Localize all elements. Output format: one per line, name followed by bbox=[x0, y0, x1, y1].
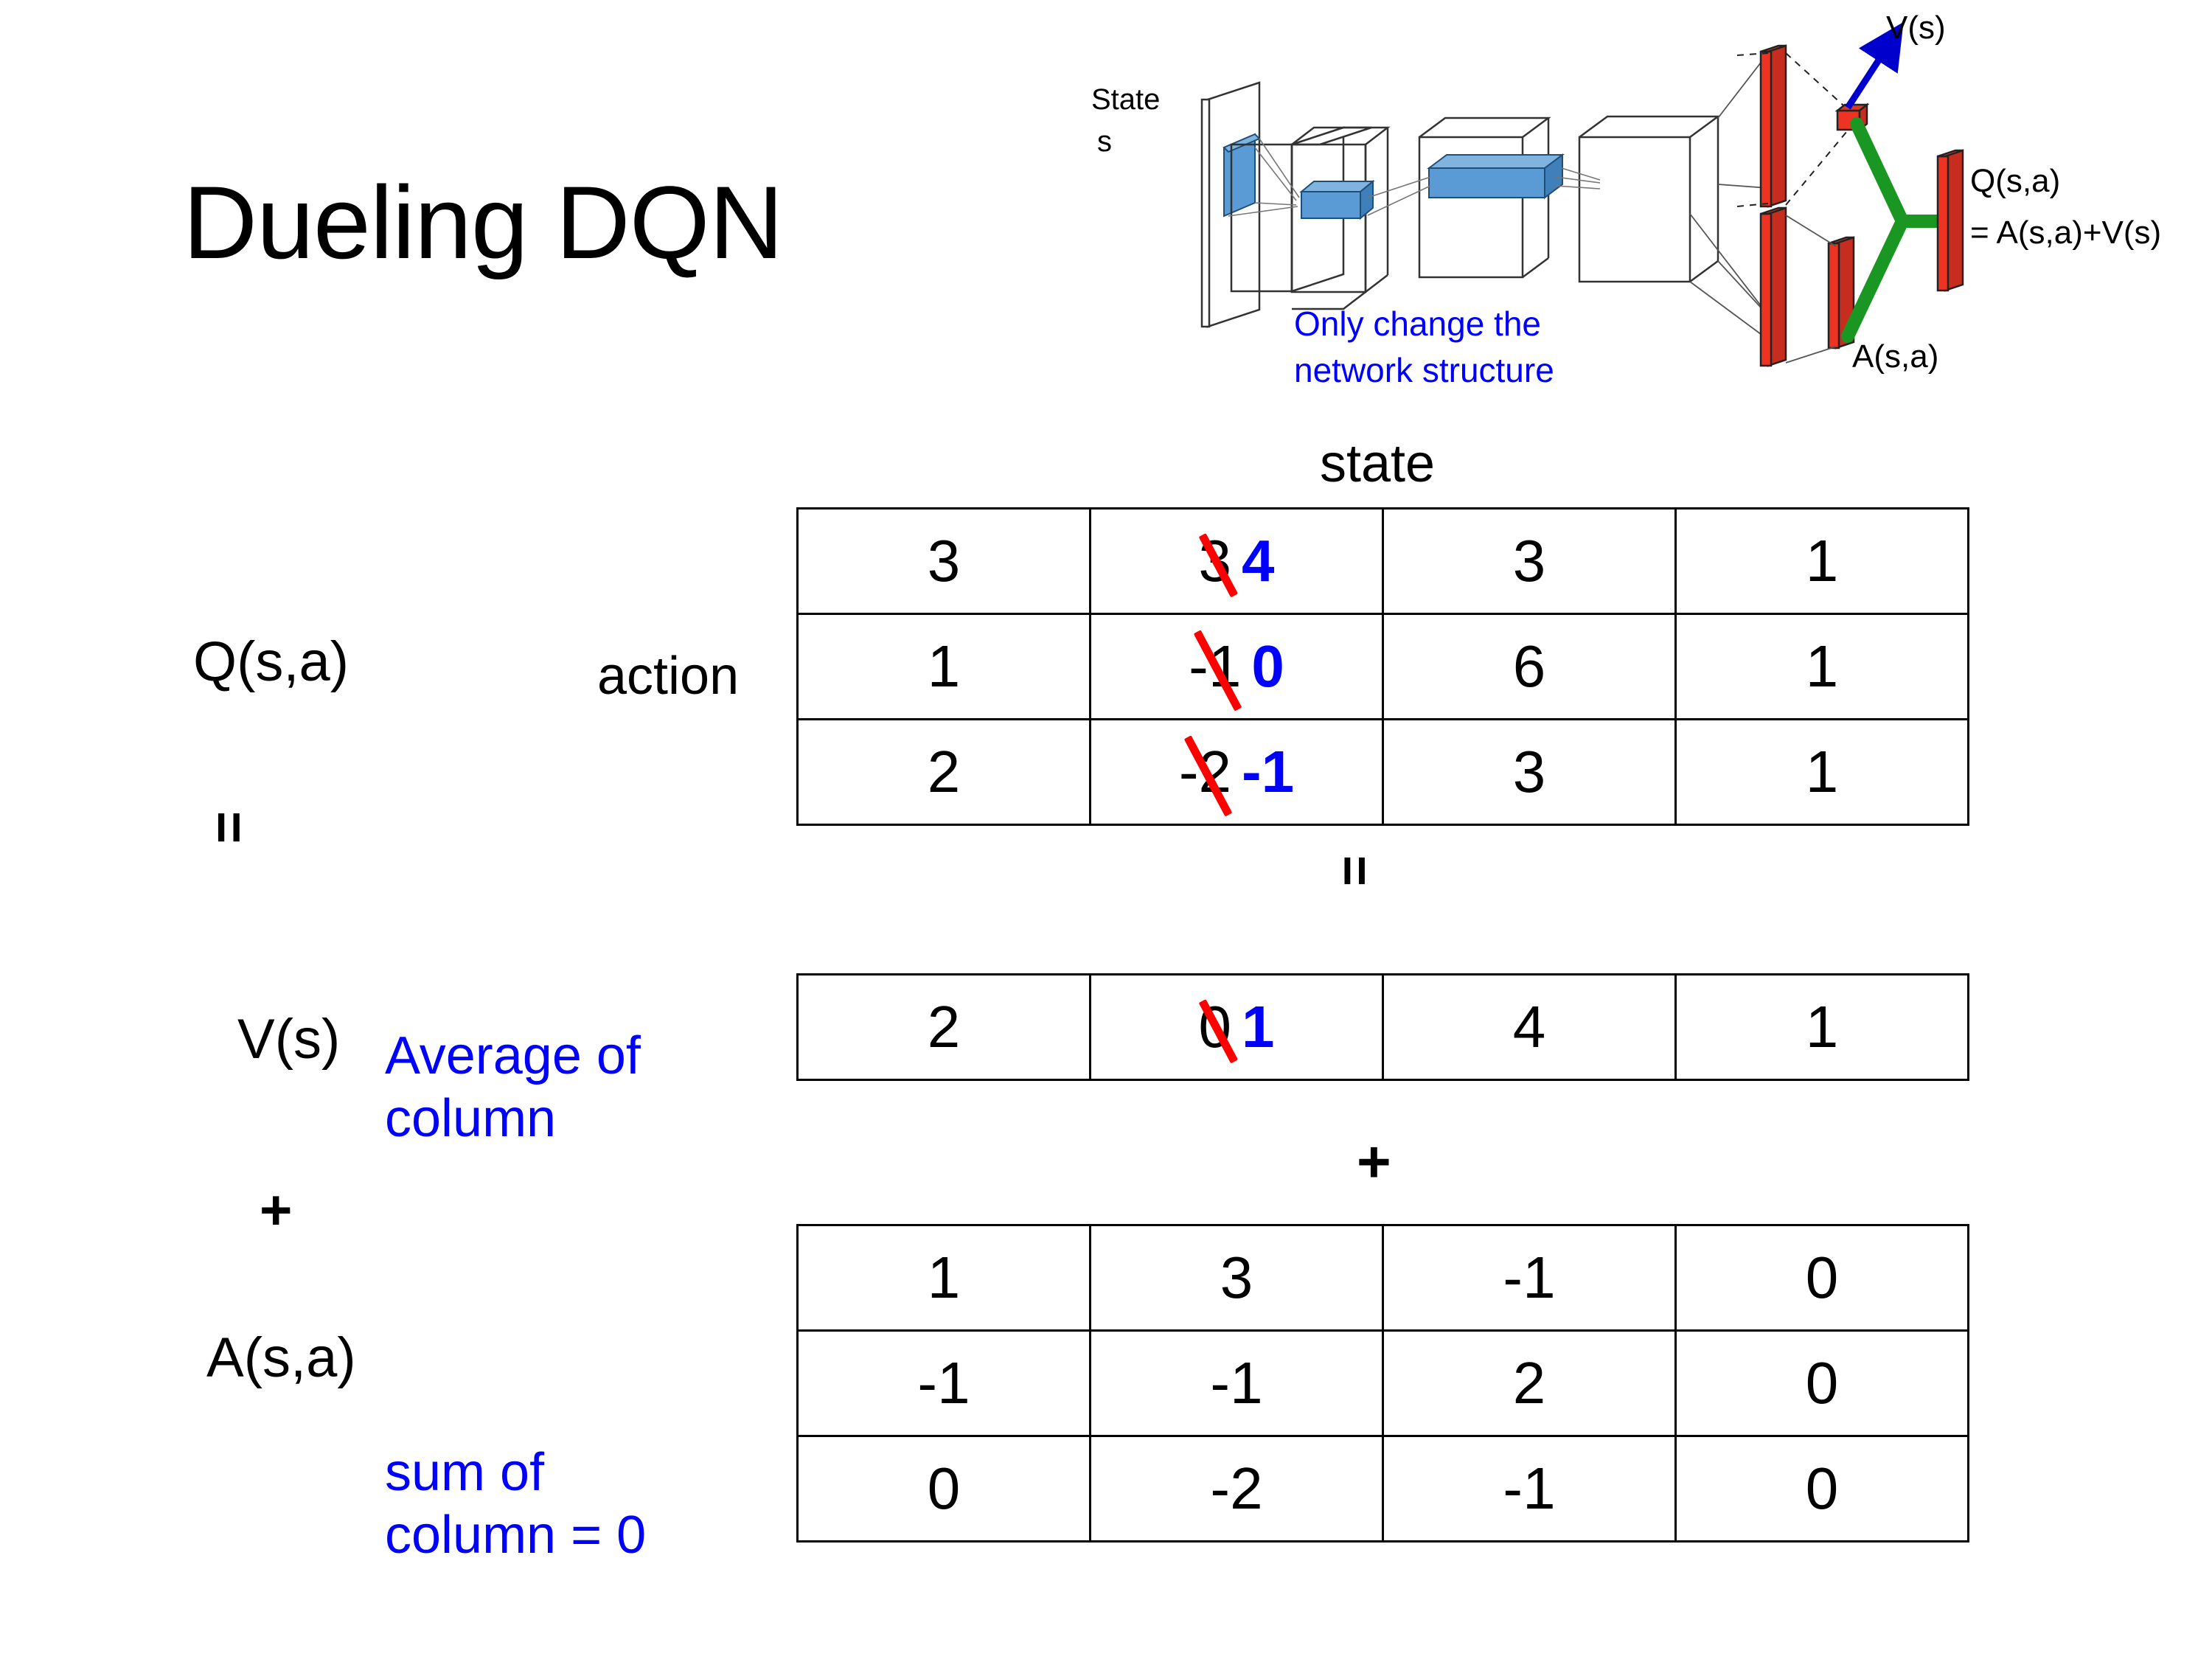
a-matrix-cell: -1 bbox=[1382, 1435, 1677, 1543]
q-matrix-cell: 3 bbox=[1382, 718, 1677, 826]
a-matrix-label: A(s,a) bbox=[206, 1326, 356, 1389]
page-title: Dueling DQN bbox=[183, 164, 784, 280]
plus-operator-middle: + bbox=[1357, 1129, 1391, 1194]
q-matrix-label: Q(s,a) bbox=[193, 630, 349, 693]
action-axis-header: action bbox=[597, 647, 740, 706]
equals-operator-middle: = bbox=[1325, 855, 1384, 887]
corrected-value: 1 bbox=[1242, 994, 1275, 1060]
a-matrix-cell: 3 bbox=[1089, 1224, 1384, 1332]
state-label-line1: State bbox=[1091, 83, 1160, 116]
a-matrix-cell: 0 bbox=[1674, 1435, 1969, 1543]
average-note-line2: column bbox=[385, 1088, 557, 1148]
sum-note-line1: sum of bbox=[385, 1443, 545, 1502]
v-output-label: V(s) bbox=[1886, 10, 1946, 46]
a-output-label: A(s,a) bbox=[1852, 338, 1938, 375]
corrected-cell: -2-1 bbox=[1179, 738, 1294, 806]
a-matrix-cell: 2 bbox=[1382, 1329, 1677, 1437]
q-output-label-line1: Q(s,a) bbox=[1970, 163, 2060, 199]
v-matrix-cell: 2 bbox=[796, 973, 1091, 1081]
q-matrix-cell: 1 bbox=[1674, 507, 1969, 615]
q-matrix-cell: 3 bbox=[796, 507, 1091, 615]
q-matrix-cell: 1 bbox=[1674, 613, 1969, 720]
average-note-line1: Average of bbox=[385, 1026, 641, 1085]
a-matrix-cell: 0 bbox=[1674, 1329, 1969, 1437]
struck-value: -2 bbox=[1178, 739, 1231, 804]
a-matrix-cell: -1 bbox=[796, 1329, 1091, 1437]
v-matrix-label: V(s) bbox=[237, 1008, 341, 1071]
q-matrix-cell: 6 bbox=[1382, 613, 1677, 720]
a-matrix-cell: 0 bbox=[796, 1435, 1091, 1543]
dueling-network-diagram: State s V(s) A(s,a) Q(s,a) = A(s,a)+V(s)… bbox=[1084, 0, 2212, 413]
average-of-column-note: Average of column bbox=[385, 1025, 641, 1150]
sum-note-line2: column = 0 bbox=[385, 1505, 647, 1565]
q-output-label-line2: = A(s,a)+V(s) bbox=[1970, 215, 2161, 251]
a-matrix-cell: -1 bbox=[1089, 1329, 1384, 1437]
network-note-text-line2: network structure bbox=[1294, 351, 1554, 389]
v-matrix-cell: 1 bbox=[1674, 973, 1969, 1081]
a-matrix-cell: 1 bbox=[796, 1224, 1091, 1332]
q-matrix-cell: 2 bbox=[796, 718, 1091, 826]
struck-value: 3 bbox=[1198, 528, 1232, 594]
corrected-value: 0 bbox=[1251, 633, 1284, 699]
plus-operator-left: + bbox=[260, 1179, 293, 1242]
q-matrix-cell: 1 bbox=[796, 613, 1091, 720]
v-matrix-cell: 4 bbox=[1382, 973, 1677, 1081]
struck-value: -1 bbox=[1189, 633, 1242, 699]
q-matrix-cell: 3 bbox=[1382, 507, 1677, 615]
equals-operator-left: = bbox=[198, 811, 260, 844]
struck-value: 0 bbox=[1198, 994, 1232, 1060]
state-axis-header: state bbox=[1320, 434, 1436, 493]
corrected-value: 4 bbox=[1242, 528, 1275, 594]
state-label-line2: s bbox=[1097, 125, 1112, 158]
a-matrix-cell: -1 bbox=[1382, 1224, 1677, 1332]
corrected-value: -1 bbox=[1242, 739, 1295, 804]
q-matrix-cell: -2-1 bbox=[1089, 718, 1384, 826]
q-matrix-cell: 1 bbox=[1674, 718, 1969, 826]
a-matrix-cell: 0 bbox=[1674, 1224, 1969, 1332]
network-note-text-line1: Only change the bbox=[1294, 305, 1541, 343]
a-matrix-cell: -2 bbox=[1089, 1435, 1384, 1543]
sum-of-column-note: sum of column = 0 bbox=[385, 1441, 646, 1567]
